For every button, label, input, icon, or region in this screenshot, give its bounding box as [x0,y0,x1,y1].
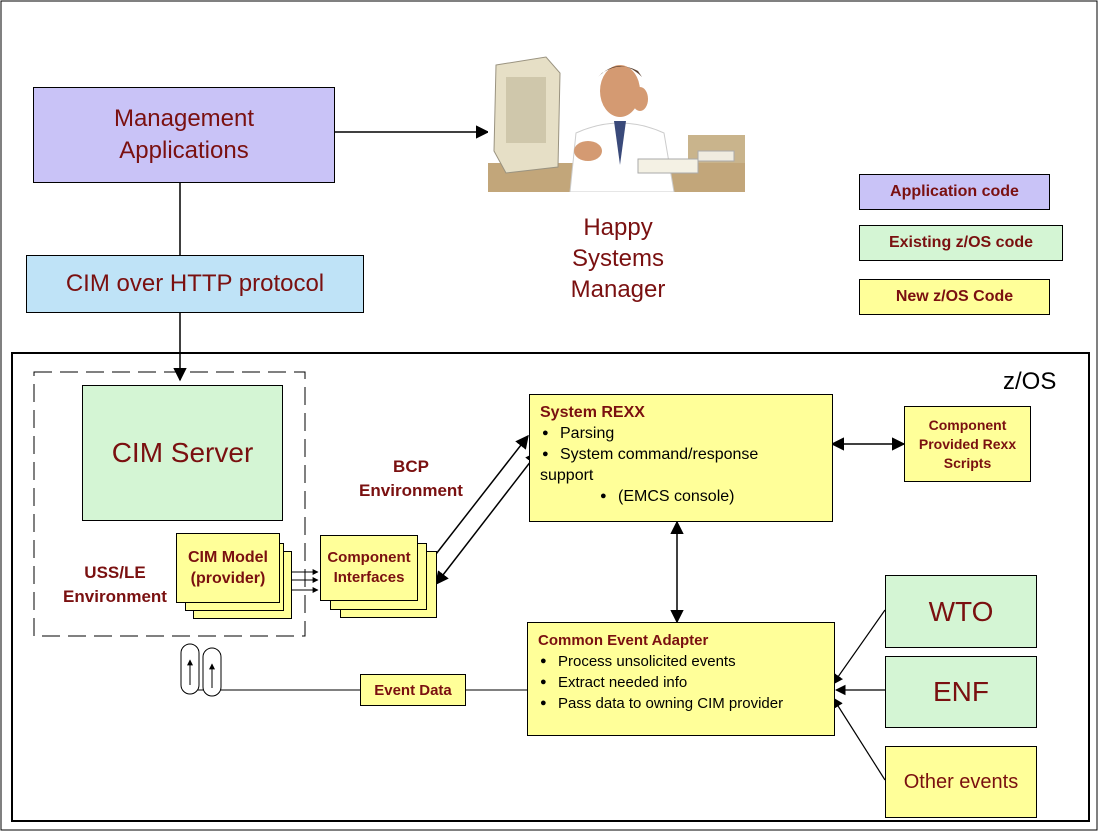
uss-le-environment-line2: Environment [63,587,167,606]
manager-caption-line3: Manager [570,276,666,303]
event-adapter-item: Extract needed info [538,672,826,693]
event-adapter-item: Pass data to owning CIM provider [538,693,826,714]
system-rexx-continuation: support [540,467,594,484]
wto-box: WTO [885,575,1037,648]
system-rexx-sublist: (EMCS console) [540,486,824,507]
manager-caption-line2: Systems [571,245,664,272]
happy-systems-manager-caption: Happy Systems Manager [548,212,688,305]
wto-label: WTO [928,595,994,627]
bcp-environment-label: BCP Environment [356,455,466,503]
common-event-adapter-box: Common Event Adapter Process unsolicited… [527,622,835,736]
component-interfaces-line2: Interfaces [333,569,405,586]
system-rexx-title: System REXX [540,404,645,421]
legend-application-code-label: Application code [890,183,1019,200]
cim-server-label: CIM Server [111,437,254,468]
event-adapter-title: Common Event Adapter [538,632,709,649]
legend-application-code: Application code [859,174,1050,210]
other-events-box: Other events [885,746,1037,818]
cim-model-line2: (provider) [190,570,266,587]
rexx-scripts-line2: Provided Rexx [918,435,1017,452]
manager-caption-line1: Happy [583,214,653,241]
event-data-box: Event Data [360,674,466,706]
enf-label: ENF [933,676,989,707]
system-rexx-box: System REXX Parsing System command/respo… [529,394,833,522]
management-applications-line2: Applications [119,137,249,164]
legend-new-zos-code-label: New z/OS Code [895,288,1014,305]
bcp-environment-line2: Environment [359,481,463,500]
component-interfaces-line1: Component [327,549,411,566]
system-rexx-item: System command/response [540,444,824,465]
system-rexx-list: Parsing System command/response [540,423,824,465]
cim-over-http-label: CIM over HTTP protocol [65,270,325,297]
manager-photo [488,55,745,192]
cim-over-http-box: CIM over HTTP protocol [26,255,364,313]
cim-model-box: CIM Model (provider) [176,533,280,603]
event-adapter-list: Process unsolicited events Extract neede… [538,651,826,714]
zos-label: z/OS [1003,368,1057,395]
other-events-label: Other events [903,770,1019,793]
rexx-scripts-line1: Component [928,416,1007,433]
system-rexx-subitem: (EMCS console) [598,486,824,507]
rexx-scripts-box: Component Provided Rexx Scripts [904,406,1031,482]
management-applications-line1: Management [113,105,255,132]
enf-box: ENF [885,656,1037,728]
legend-new-zos-code: New z/OS Code [859,279,1050,315]
cim-model-line1: CIM Model [188,549,268,566]
bcp-environment-line1: BCP [393,457,429,476]
uss-le-environment-label: USS/LE Environment [60,561,170,609]
event-data-label: Event Data [374,681,452,699]
component-interfaces-box: Component Interfaces [320,535,418,601]
legend-existing-zos-code-label: Existing z/OS code [888,234,1034,251]
management-applications-box: Management Applications [33,87,335,183]
zos-frame [11,352,1090,822]
cim-server-box: CIM Server [82,385,283,521]
uss-le-environment-line1: USS/LE [84,563,146,582]
legend-existing-zos-code: Existing z/OS code [859,225,1063,261]
system-rexx-item: Parsing [540,423,824,444]
event-adapter-item: Process unsolicited events [538,651,826,672]
rexx-scripts-line3: Scripts [943,454,992,471]
